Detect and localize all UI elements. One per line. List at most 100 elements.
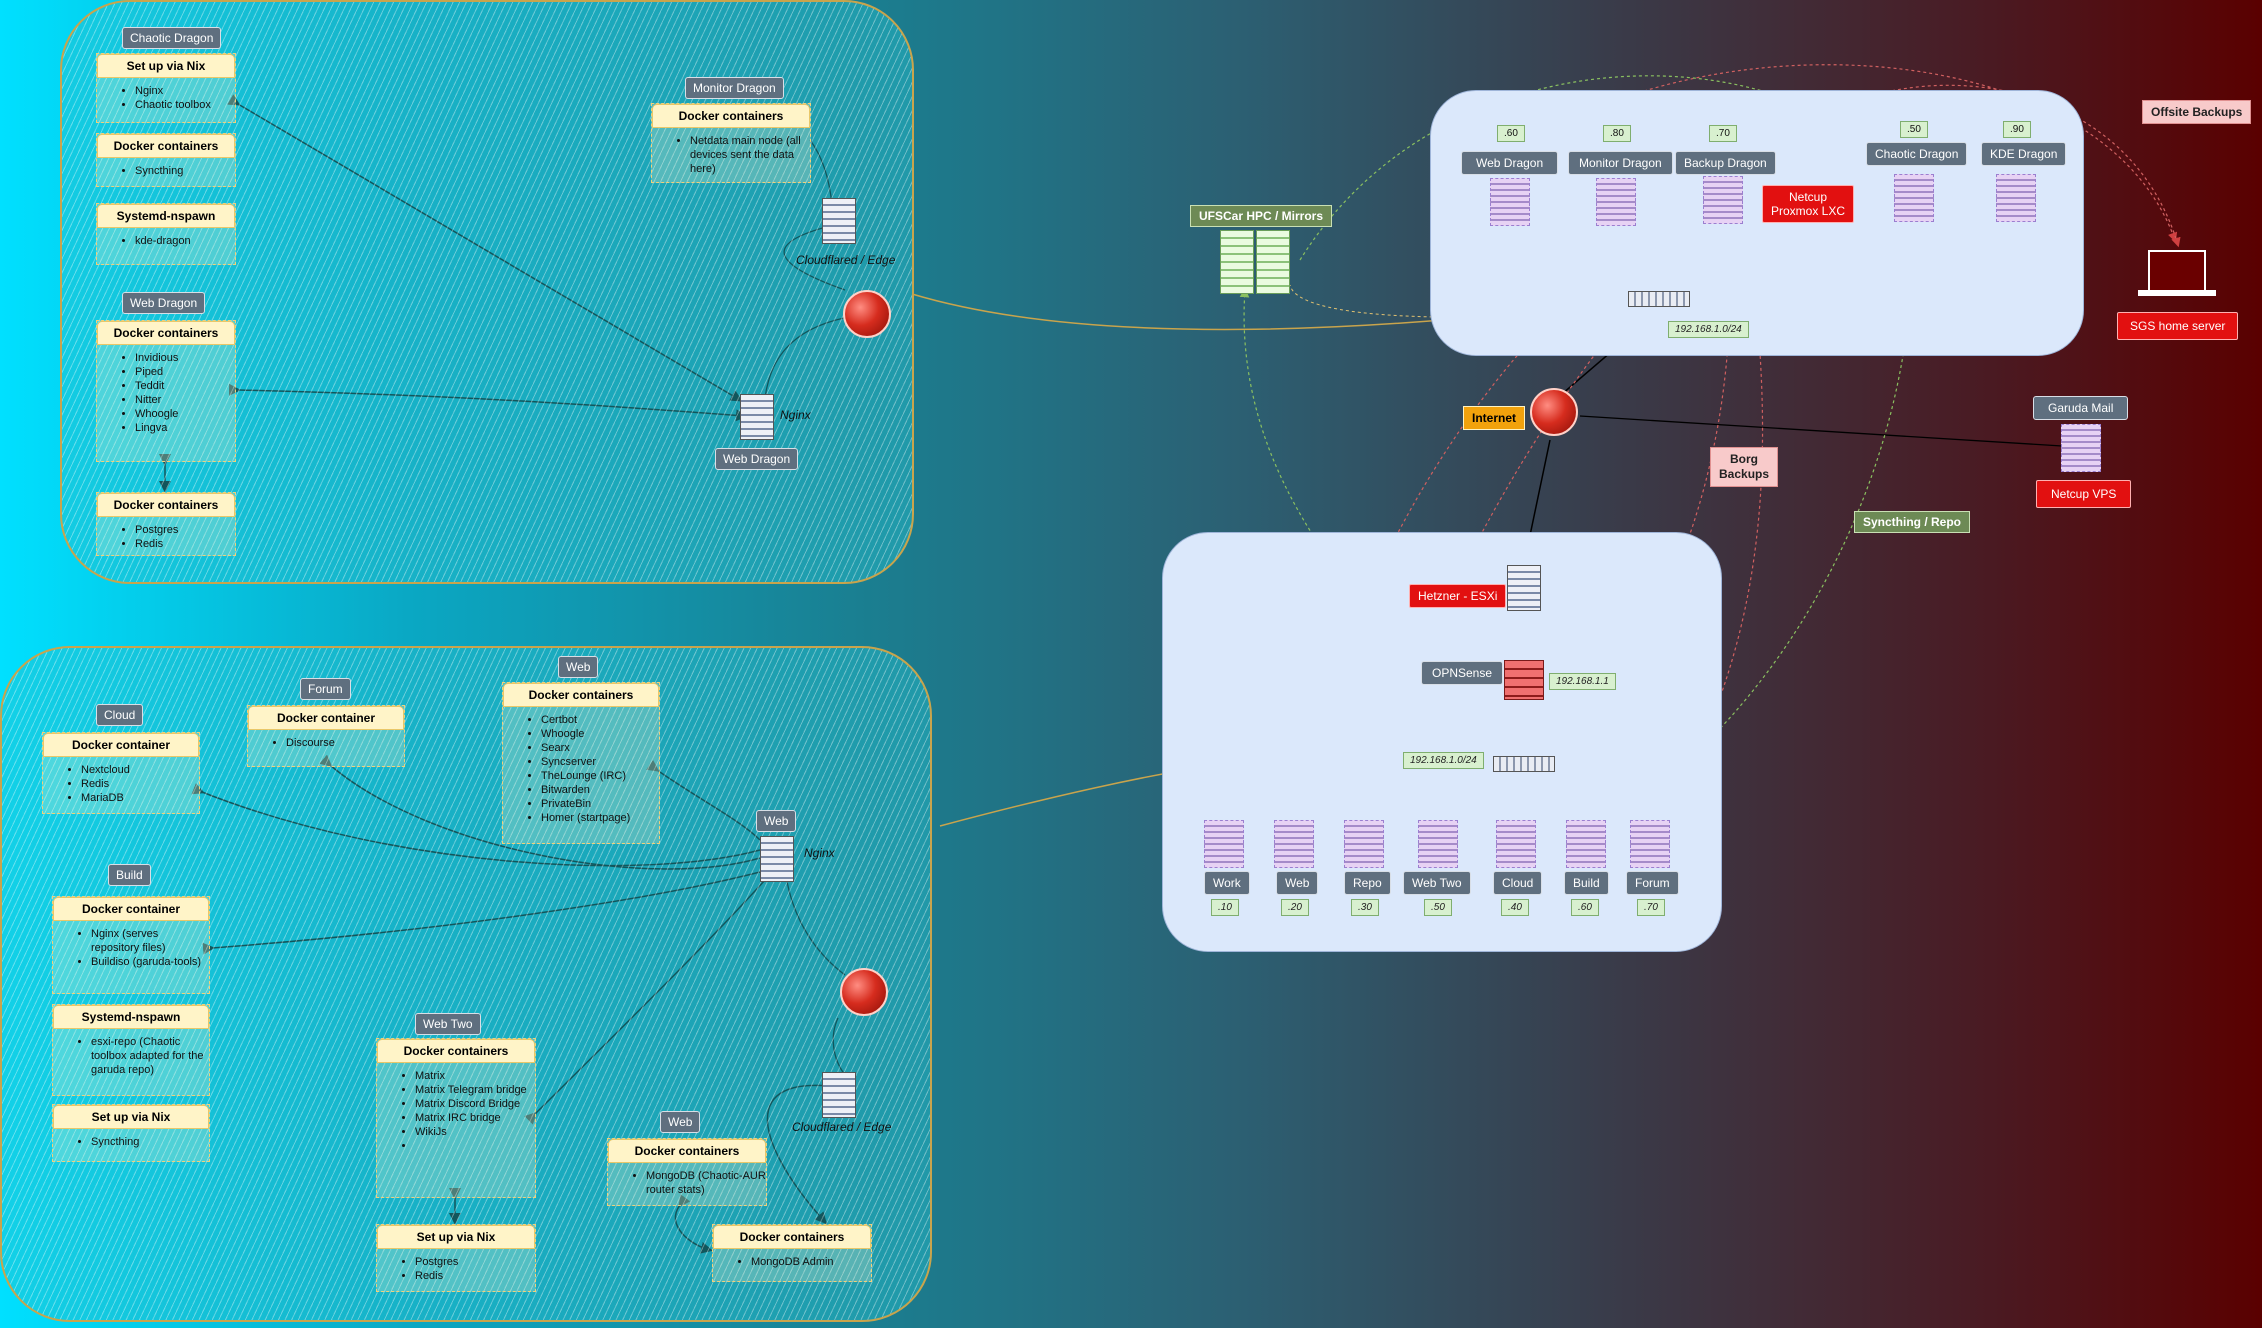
- card-header: Docker containers: [608, 1139, 766, 1163]
- tag-cloud: Cloud: [96, 704, 144, 726]
- tag-chaotic-dragon: Chaotic Dragon: [122, 27, 222, 49]
- card-webtwo-nix: Set up via Nix PostgresRedis: [376, 1224, 536, 1292]
- sgs-home-server-label: SGS home server: [2117, 312, 2239, 340]
- ip-web-dragon: .60: [1497, 125, 1525, 142]
- list-item: kde-dragon: [135, 234, 235, 248]
- server-cloud-icon: [1496, 820, 1536, 868]
- offsite-backups-label: Offsite Backups: [2142, 100, 2252, 124]
- cloudflared-server-icon: [822, 1072, 856, 1118]
- ip-kde-dragon: .90: [2003, 121, 2031, 138]
- internet-label: Internet: [1463, 406, 1526, 430]
- card-header: Docker containers: [97, 321, 235, 345]
- netcup-proxmox-label: Netcup Proxmox LXC: [1762, 185, 1855, 223]
- ip-repo: .30: [1351, 899, 1379, 916]
- ip-web-two: .50: [1424, 899, 1452, 916]
- host-web-dragon: Web Dragon: [1461, 151, 1559, 175]
- item-list: NextcloudRedisMariaDB: [43, 763, 199, 805]
- item-list: MatrixMatrix Telegram bridgeMatrix Disco…: [377, 1069, 535, 1153]
- tag-web-dragon: Web Dragon: [122, 292, 206, 314]
- host-kde-dragon: KDE Dragon: [1981, 142, 2067, 166]
- list-item: Chaotic toolbox: [135, 98, 235, 112]
- firewall-ip: 192.168.1.1: [1549, 673, 1616, 690]
- list-item: Matrix IRC bridge: [415, 1111, 535, 1125]
- card-web-docker-db: Docker containers PostgresRedis: [96, 492, 236, 556]
- internet-globe-icon: [840, 968, 888, 1016]
- tag-monitor-dragon: Monitor Dragon: [685, 77, 784, 99]
- netcup-switch-icon: [1628, 291, 1690, 307]
- netcup-subnet: 192.168.1.0/24: [1668, 321, 1749, 338]
- list-item: [415, 1139, 535, 1153]
- list-item: Discourse: [286, 736, 404, 750]
- card-webtwo-docker: Docker containers MatrixMatrix Telegram …: [376, 1038, 536, 1198]
- card-header: Systemd-nspawn: [97, 204, 235, 228]
- tag-web-two: Web Two: [415, 1013, 481, 1035]
- list-item: Nextcloud: [81, 763, 199, 777]
- card-header: Docker containers: [97, 134, 235, 158]
- list-item: Buildiso (garuda-tools): [91, 955, 209, 969]
- list-item: Nitter: [135, 393, 235, 407]
- card-header: Docker containers: [503, 683, 659, 707]
- card-header: Docker container: [43, 733, 199, 757]
- item-list: CertbotWhoogleSearxSyncserverTheLounge (…: [503, 713, 659, 825]
- list-item: Redis: [81, 777, 199, 791]
- host-work: Work: [1204, 871, 1250, 895]
- ip-work: .10: [1211, 899, 1239, 916]
- nginx-server-icon: [760, 836, 794, 882]
- list-item: Piped: [135, 365, 235, 379]
- card-build-docker: Docker container Nginx (serves repositor…: [52, 896, 210, 994]
- item-list: kde-dragon: [97, 234, 235, 248]
- card-cloud-docker: Docker container NextcloudRedisMariaDB: [42, 732, 200, 814]
- card-header: Systemd-nspawn: [53, 1005, 209, 1029]
- borg-backups-label: Borg Backups: [1710, 447, 1779, 487]
- list-item: Redis: [415, 1269, 535, 1283]
- laptop-icon: [2148, 250, 2206, 290]
- card-header: Docker container: [53, 897, 209, 921]
- card-build-nix: Set up via Nix Syncthing: [52, 1104, 210, 1162]
- card-build-nspawn: Systemd-nspawn esxi-repo (Chaotic toolbo…: [52, 1004, 210, 1096]
- list-item: esxi-repo (Chaotic toolbox adapted for t…: [91, 1035, 209, 1077]
- list-item: Netdata main node (all devices sent the …: [690, 134, 810, 176]
- server-repo-icon: [1344, 820, 1384, 868]
- list-item: Matrix: [415, 1069, 535, 1083]
- hetzner-subnet: 192.168.1.0/24: [1403, 752, 1484, 769]
- list-item: MongoDB (Chaotic-AUR router stats): [646, 1169, 766, 1197]
- list-item: Bitwarden: [541, 783, 659, 797]
- host-chaotic-dragon: Chaotic Dragon: [1866, 142, 1968, 166]
- server-chaotic-dragon-icon: [1894, 174, 1934, 222]
- list-item: TheLounge (IRC): [541, 769, 659, 783]
- list-item: WikiJs: [415, 1125, 535, 1139]
- building-icon: [1256, 230, 1290, 294]
- card-forum-docker: Docker container Discourse: [247, 705, 405, 767]
- card-header: Docker containers: [713, 1225, 871, 1249]
- card-chaotic-nspawn: Systemd-nspawn kde-dragon: [96, 203, 236, 265]
- group-hetzner-vms: [0, 646, 932, 1322]
- card-chaotic-docker: Docker containers Syncthing: [96, 133, 236, 187]
- list-item: Whoogle: [135, 407, 235, 421]
- host-backup-dragon: Backup Dragon: [1675, 151, 1776, 175]
- list-item: Certbot: [541, 713, 659, 727]
- server-forum-icon: [1630, 820, 1670, 868]
- item-list: MongoDB (Chaotic-AUR router stats): [608, 1169, 766, 1197]
- tag-nginx-web: Web: [756, 810, 797, 832]
- internet-globe-icon: [1530, 388, 1578, 436]
- cloudflared-server-icon: [822, 198, 856, 244]
- card-header: Docker container: [248, 706, 404, 730]
- item-list: PostgresRedis: [97, 523, 235, 551]
- cloudflared-label: Cloudflared / Edge: [792, 1120, 892, 1134]
- list-item: Matrix Discord Bridge: [415, 1097, 535, 1111]
- hetzner-switch-icon: [1493, 756, 1555, 772]
- list-item: Teddit: [135, 379, 235, 393]
- card-header: Docker containers: [377, 1039, 535, 1063]
- host-web: Web: [1276, 871, 1319, 895]
- item-list: PostgresRedis: [377, 1255, 535, 1283]
- host-forum: Forum: [1626, 871, 1679, 895]
- list-item: Homer (startpage): [541, 811, 659, 825]
- server-build-icon: [1566, 820, 1606, 868]
- item-list: Netdata main node (all devices sent the …: [652, 134, 810, 176]
- card-header: Set up via Nix: [97, 54, 235, 78]
- firewall-icon: [1504, 660, 1544, 700]
- server-web-two-icon: [1418, 820, 1458, 868]
- card-header: Docker containers: [97, 493, 235, 517]
- tag-web: Web: [558, 656, 599, 678]
- garuda-mail-server-icon: [2061, 424, 2101, 472]
